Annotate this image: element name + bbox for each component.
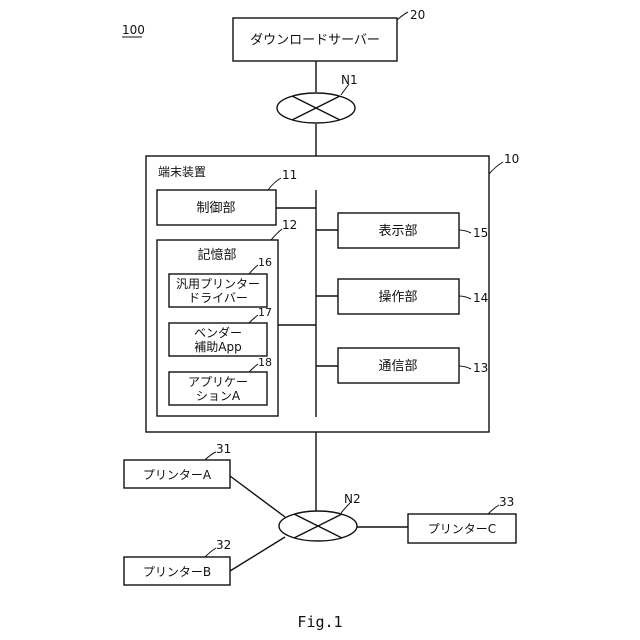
download-server-leader	[397, 12, 408, 20]
control-unit-ref: 11	[282, 168, 297, 182]
communication-unit-label: 通信部	[378, 359, 417, 374]
network-n1-label: N1	[341, 73, 358, 87]
figure-caption: Fig.1	[297, 613, 342, 631]
display-unit-label: 表示部	[378, 224, 417, 239]
application-a-label-line1: アプリケー	[188, 375, 248, 389]
display-unit-leader	[459, 230, 471, 233]
link-printer-b-n2	[230, 537, 285, 571]
printer-b-label: プリンターB	[143, 565, 211, 579]
generic-driver-ref: 16	[258, 256, 272, 269]
link-printer-a-n2	[230, 476, 285, 517]
generic-driver-label-line1: 汎用プリンター	[176, 277, 260, 291]
application-a-label-line2: ションA	[196, 389, 241, 403]
storage-unit-label: 記憶部	[197, 247, 236, 263]
vendor-app-label-line2: 補助App	[194, 340, 241, 354]
download-server-ref: 20	[410, 8, 425, 22]
terminal-device-title: 端末装置	[158, 165, 206, 179]
printer-b-ref: 32	[216, 538, 231, 552]
network-n2-label: N2	[344, 492, 361, 506]
application-a-ref: 18	[258, 356, 272, 369]
printer-a-leader	[205, 452, 216, 460]
vendor-app-label-line1: ベンダー	[194, 325, 242, 340]
printer-a-ref: 31	[216, 442, 231, 456]
operation-unit-leader	[459, 296, 471, 299]
operation-unit-label: 操作部	[378, 289, 417, 305]
vendor-app-ref: 17	[258, 306, 272, 319]
printer-a-label: プリンターA	[143, 468, 212, 482]
printer-c-label: プリンターC	[428, 522, 496, 536]
storage-unit-leader	[271, 229, 282, 240]
download-server-label: ダウンロードサーバー	[250, 33, 380, 48]
figure-id-label: 100	[122, 23, 145, 37]
control-unit-label: 制御部	[196, 201, 235, 216]
control-unit-leader	[268, 178, 281, 190]
storage-unit-ref: 12	[282, 218, 297, 232]
terminal-device-leader	[489, 162, 503, 174]
printer-b-leader	[205, 548, 216, 557]
printer-c-leader	[488, 505, 499, 514]
communication-unit-ref: 13	[473, 361, 488, 375]
operation-unit-ref: 14	[473, 291, 488, 305]
terminal-device-ref: 10	[504, 152, 519, 166]
generic-driver-label-line2: ドライバー	[188, 291, 248, 305]
display-unit-ref: 15	[473, 226, 488, 240]
communication-unit-leader	[459, 366, 471, 369]
printer-c-ref: 33	[499, 495, 514, 509]
